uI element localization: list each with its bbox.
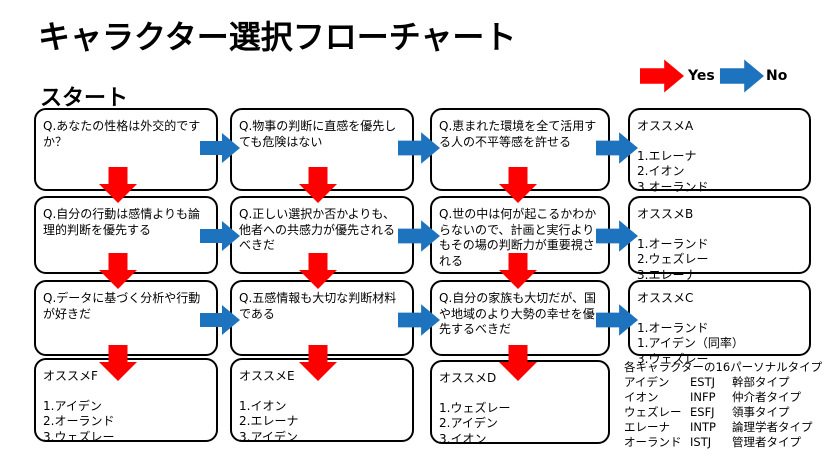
recommendation-item: 3.オーランド <box>637 179 709 194</box>
recommendation-item: 2.イオン <box>637 164 685 179</box>
table-row: アイデン ESTJ 幹部タイプ <box>624 375 822 390</box>
question-text-6: Q.世の中は何が起こるかわからないので、計画と実行よりもその場の判断力が重要視さ… <box>439 207 597 268</box>
recommendation-item: 2.オーランド <box>43 414 115 429</box>
recommendation-title-b: オススメB <box>637 207 694 221</box>
legend-no-label: No <box>766 68 788 84</box>
recommendation-title-d: オススメD <box>439 371 497 385</box>
recommendation-item: 3.アイデン <box>239 429 298 444</box>
recommendation-item: 1.ウェズレー <box>439 400 511 415</box>
character-name: イオン <box>624 390 659 404</box>
question-text-8: Q.五感情報も大切な判断材料である <box>239 291 397 321</box>
table-row: エレーナ INTP 論理学者タイプ <box>624 420 822 435</box>
recommendation-title-c: オススメC <box>637 291 694 305</box>
no-arrow-right-icon <box>200 133 240 163</box>
yes-arrow-down-icon <box>299 345 337 381</box>
recommendation-title-f: オススメF <box>43 369 98 383</box>
recommendation-item: 1.オーランド <box>637 236 709 251</box>
no-arrow-right-icon <box>200 221 240 251</box>
question-box-7[interactable]: Q.データに基づく分析や行動が好きだ <box>34 280 218 356</box>
question-box-4[interactable]: Q.自分の行動は感情よりも論理的判断を優先する <box>34 196 218 274</box>
character-name: オーランド <box>624 435 682 449</box>
yes-arrow-down-icon <box>99 167 137 203</box>
recommendation-item: 3.ウェズレー <box>43 429 115 444</box>
type-code: INTP <box>690 420 716 434</box>
no-arrow-right-icon <box>596 304 638 336</box>
yes-arrow-down-icon <box>99 345 137 381</box>
question-text-1: Q.あなたの性格は外交的ですか？ <box>43 119 201 149</box>
yes-arrow-down-icon <box>499 345 537 381</box>
character-name: アイデン <box>624 375 670 389</box>
no-arrow-right-icon <box>398 304 440 336</box>
table-row: オーランド ISTJ 管理者タイプ <box>624 435 822 450</box>
recommendation-item: 1.エレーナ <box>637 148 697 163</box>
question-text-4: Q.自分の行動は感情よりも論理的判断を優先する <box>43 207 201 237</box>
question-text-5: Q.正しい選択か否かよりも、他者への共感力が優先されるべきだ <box>239 207 396 253</box>
type-name: 論理学者タイプ <box>732 420 813 434</box>
personality-types-table: 各キャラクターの16パーソナルタイプ アイデン ESTJ 幹部タイプ イオン I… <box>624 360 822 450</box>
recommendation-item: 1.アイデン <box>43 398 102 413</box>
type-code: INFP <box>690 390 716 404</box>
recommendation-title-e: オススメE <box>239 369 295 383</box>
no-arrow-right-icon <box>596 220 638 252</box>
question-box-1[interactable]: Q.あなたの性格は外交的ですか？ <box>34 108 218 191</box>
page-title: キャラクター選択フローチャート <box>38 18 517 56</box>
type-name: 仲介者タイプ <box>732 390 801 404</box>
recommendation-item: 1.アイデン（同率） <box>637 336 744 351</box>
recommendation-item: 1.オーランド <box>637 320 709 335</box>
yes-arrow-down-icon <box>299 253 337 289</box>
type-code: ESTJ <box>690 375 715 389</box>
type-name: 管理者タイプ <box>732 435 801 449</box>
question-text-3: Q.恵まれた環境を全て活用する人の不平等感を許せる <box>439 119 597 149</box>
character-name: エレーナ <box>624 420 670 434</box>
recommendation-box-d[interactable]: オススメD 1.ウェズレー 2.アイデン 3.イオン <box>430 360 610 446</box>
question-text-9: Q.自分の家族も大切だが、国や地域のより大勢の幸せを優先するべきだ <box>439 291 597 337</box>
type-code: ISTJ <box>690 435 712 449</box>
recommendation-title-a: オススメA <box>637 119 694 133</box>
recommendation-item: 2.ウェズレー <box>637 252 709 267</box>
question-text-7: Q.データに基づく分析や行動が好きだ <box>43 291 201 321</box>
recommendation-item: 3.ウェズレー <box>637 351 709 366</box>
recommendation-item: 1.イオン <box>239 398 287 413</box>
recommendation-item: 3.エレーナ <box>637 267 697 282</box>
yes-arrow-down-icon <box>499 253 537 289</box>
table-row: イオン INFP 仲介者タイプ <box>624 390 822 405</box>
yes-arrow-down-icon <box>499 167 537 203</box>
recommendation-box-a[interactable]: オススメA 1.エレーナ 2.イオン 3.オーランド <box>628 108 811 194</box>
no-arrow-right-icon <box>398 132 440 164</box>
start-label: スタート <box>40 86 129 111</box>
question-text-2: Q.物事の判断に直感を優先しても危険はない <box>239 119 397 149</box>
type-code: ESFJ <box>690 405 715 419</box>
recommendation-item: 2.アイデン <box>439 416 498 431</box>
type-name: 幹部タイプ <box>732 375 790 389</box>
table-row: ウェズレー ESFJ 領事タイプ <box>624 405 822 420</box>
legend-yes-label: Yes <box>688 68 715 84</box>
no-arrow-right-icon <box>200 305 240 335</box>
personality-types-heading: 各キャラクターの16パーソナルタイプ <box>624 360 823 374</box>
recommendation-box-b[interactable]: オススメB 1.オーランド 2.ウェズレー 3.エレーナ <box>628 196 811 282</box>
character-name: ウェズレー <box>624 405 682 419</box>
recommendation-item: 3.イオン <box>439 431 487 446</box>
yes-arrow-down-icon <box>299 167 337 203</box>
legend-yes-arrow-icon <box>640 59 684 93</box>
recommendation-item: 2.エレーナ <box>239 414 299 429</box>
yes-arrow-down-icon <box>99 253 137 289</box>
no-arrow-right-icon <box>596 132 638 164</box>
no-arrow-right-icon <box>398 220 440 252</box>
recommendation-box-c[interactable]: オススメC 1.オーランド 1.アイデン（同率） 3.ウェズレー <box>628 280 811 366</box>
type-name: 領事タイプ <box>732 405 790 419</box>
legend-no-arrow-icon <box>720 59 764 93</box>
